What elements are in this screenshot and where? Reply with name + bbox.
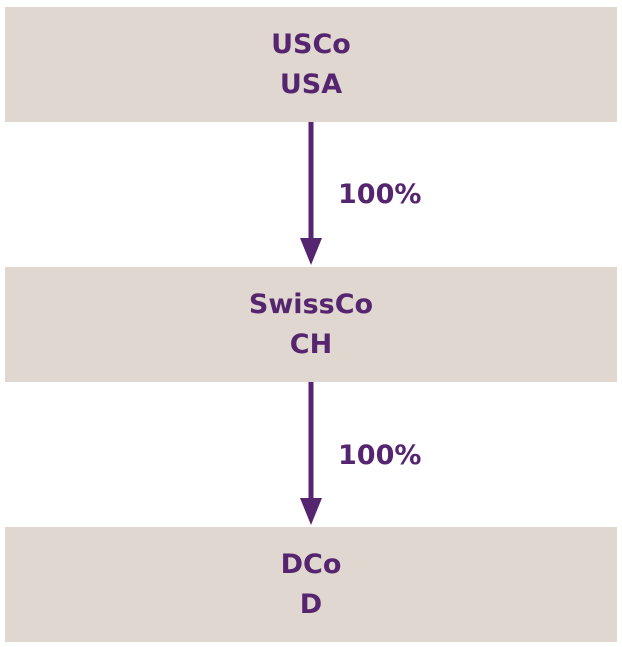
entity-country: USA xyxy=(279,68,343,100)
entity-name: DCo xyxy=(280,548,342,580)
entity-country: D xyxy=(299,588,323,620)
arrow-head-icon xyxy=(300,238,322,265)
arrow-usco-to-swissco xyxy=(300,122,322,265)
entity-name: SwissCo xyxy=(248,288,374,320)
entity-box-usco: USCo USA xyxy=(5,7,617,122)
entity-box-swissco: SwissCo CH xyxy=(5,267,617,382)
ownership-label: 100% xyxy=(338,440,422,471)
ownership-label: 100% xyxy=(338,179,422,210)
arrow-swissco-to-dco xyxy=(300,382,322,525)
entity-name: USCo xyxy=(271,28,351,60)
arrow-head-icon xyxy=(300,498,322,525)
entity-box-dco: DCo D xyxy=(5,527,617,642)
entity-country: CH xyxy=(289,328,333,360)
